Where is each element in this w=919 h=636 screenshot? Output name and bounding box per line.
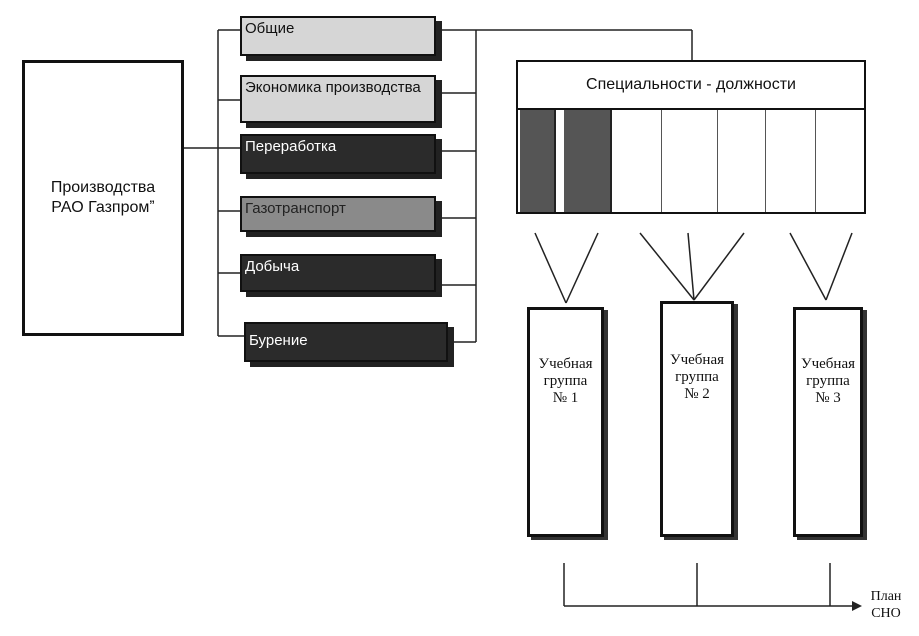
category-general: Общие (240, 16, 436, 56)
matrix-cell-filled (520, 110, 556, 212)
study-group-1: Учебная группа № 1 (527, 307, 604, 537)
specialty-matrix: Специальности - должности (516, 60, 866, 214)
matrix-cell (662, 110, 718, 212)
study-group-1-label: Учебная группа № 1 (538, 356, 593, 406)
category-production: Добыча (240, 254, 436, 292)
matrix-cell (612, 110, 662, 212)
study-group-3: Учебная группа № 3 (793, 307, 863, 537)
study-group-2: Учебная группа № 2 (660, 301, 734, 537)
category-gas-transport: Газотранспорт (240, 196, 436, 232)
matrix-cell (766, 110, 816, 212)
source-box: Производства РАО Газпромˮ (22, 60, 184, 336)
category-processing: Переработка (240, 134, 436, 174)
category-drilling: Бурение (244, 322, 448, 362)
study-group-3-label: Учебная группа № 3 (800, 356, 856, 406)
study-group-2-label: Учебная группа № 2 (669, 352, 725, 402)
matrix-cell-filled (564, 110, 612, 212)
matrix-cell (718, 110, 766, 212)
matrix-title: Специальности - должности (518, 62, 864, 110)
matrix-grid (518, 110, 864, 212)
category-economics: Экономика производства (240, 75, 436, 123)
plan-label: План СНО (870, 589, 902, 621)
